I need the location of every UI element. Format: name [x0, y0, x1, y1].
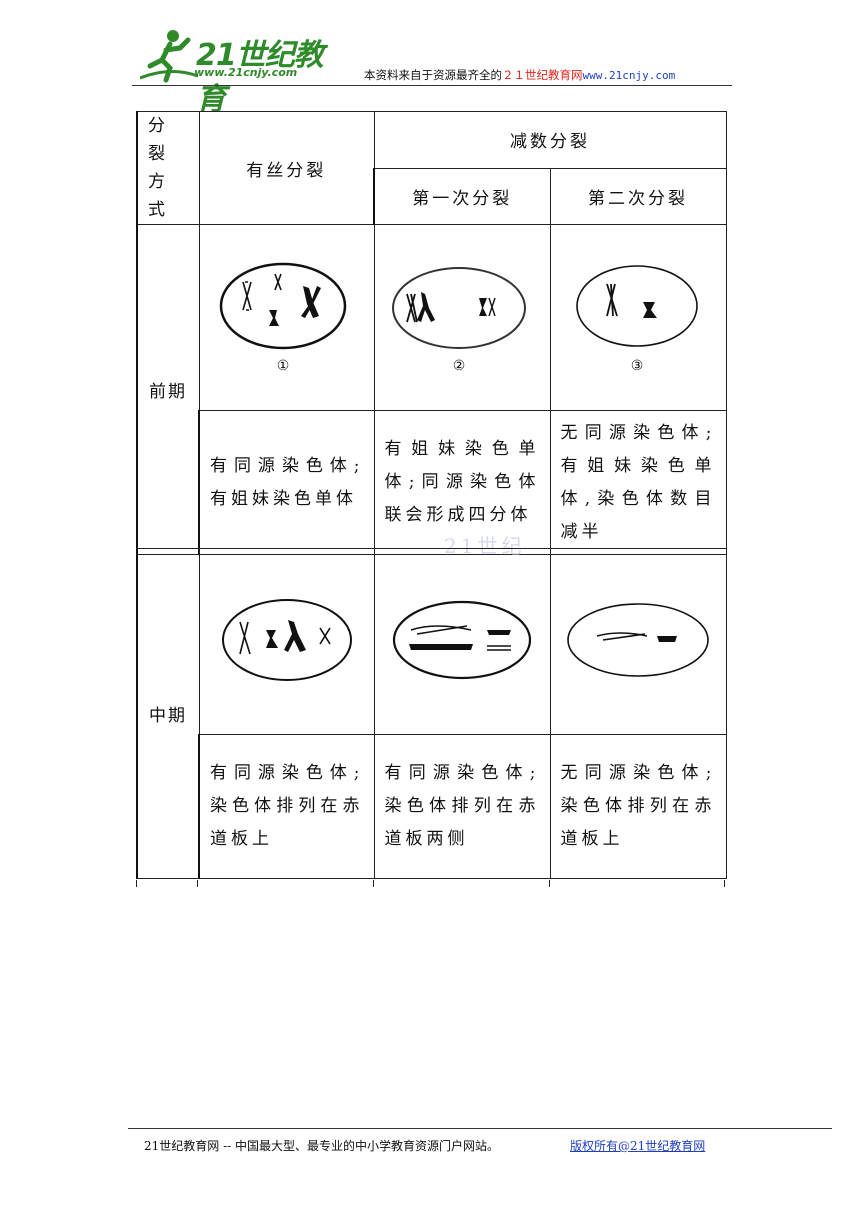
- runner-logo-icon: [140, 30, 199, 83]
- site-logo[interactable]: 21世纪教育 www.21cnjy.com: [140, 26, 340, 117]
- logo-text: 21世纪教育: [196, 38, 324, 117]
- cell-diagram-6: [567, 602, 709, 677]
- meiosis1-header: 第一次分裂: [373, 167, 551, 225]
- figure-label-3: ③: [631, 358, 644, 374]
- meiosis2-metaphase-desc: 无同源染色体;染色体排列在赤道板上: [549, 734, 727, 879]
- meiosis1-metaphase-figure: [373, 548, 551, 735]
- header-divider: [132, 85, 732, 86]
- cell-diagram-5: [392, 600, 532, 679]
- cell-diagram-3: ③: [576, 264, 698, 374]
- figure-label-1: ①: [276, 358, 289, 374]
- meiosis2-header: 第二次分裂: [549, 167, 727, 225]
- figure-label-2: ②: [453, 358, 466, 374]
- mitosis-metaphase-desc: 有同源染色体;染色体排列在赤道板上: [198, 734, 375, 879]
- corner-header: 分裂方式: [136, 111, 200, 225]
- division-table-metaphase: 中期: [136, 548, 727, 879]
- cell-diagram-1: ①: [219, 262, 346, 374]
- meiosis1-prophase-figure: ②: [373, 224, 551, 411]
- prophase-row-header: 前期: [136, 224, 200, 555]
- footer-copyright-link[interactable]: 版权所有@21世纪教育网: [570, 1139, 706, 1153]
- header-note-prefix: 本资料来自于资源最齐全的: [364, 68, 502, 82]
- header-note-brand[interactable]: ２１世纪教育网: [502, 68, 583, 82]
- cell-diagram-4: [221, 598, 352, 681]
- table-continuation-stubs: [136, 880, 725, 888]
- mitosis-prophase-figure: ①: [198, 224, 375, 411]
- footer-tagline: 21世纪教育网 -- 中国最大型、最专业的中小学教育资源门户网站。: [144, 1139, 500, 1153]
- mitosis-prophase-desc: 有同源染色体;有姐妹染色单体: [198, 410, 375, 555]
- cell-diagram-2: ②: [392, 266, 526, 374]
- logo-url: www.21cnjy.com: [194, 66, 298, 79]
- header-note: 本资料来自于资源最齐全的２１世纪教育网www.21cnjy.com: [364, 67, 675, 83]
- mitosis-metaphase-figure: [198, 548, 375, 735]
- meiosis1-metaphase-desc: 有同源染色体;染色体排列在赤道板两侧: [373, 734, 551, 879]
- meiosis1-prophase-desc: 有姐妹染色单体;同源染色体联会形成四分体: [373, 410, 551, 555]
- meiosis2-prophase-desc: 无同源染色体;有姐妹染色单体,染色体数目减半: [549, 410, 727, 555]
- corner-header-label: 分裂方式: [148, 116, 171, 220]
- meiosis-header: 减数分裂: [373, 111, 727, 169]
- mitosis-header: 有丝分裂: [198, 111, 375, 225]
- division-table-prophase: 分裂方式 有丝分裂 减数分裂 第一次分裂 第二次分裂 前期 ①: [136, 111, 727, 555]
- header-note-url[interactable]: www.21cnjy.com: [582, 69, 676, 82]
- metaphase-row-header: 中期: [136, 548, 200, 879]
- meiosis2-metaphase-figure: [549, 548, 727, 735]
- meiosis2-prophase-figure: ③: [549, 224, 727, 411]
- footer-divider: [128, 1128, 832, 1129]
